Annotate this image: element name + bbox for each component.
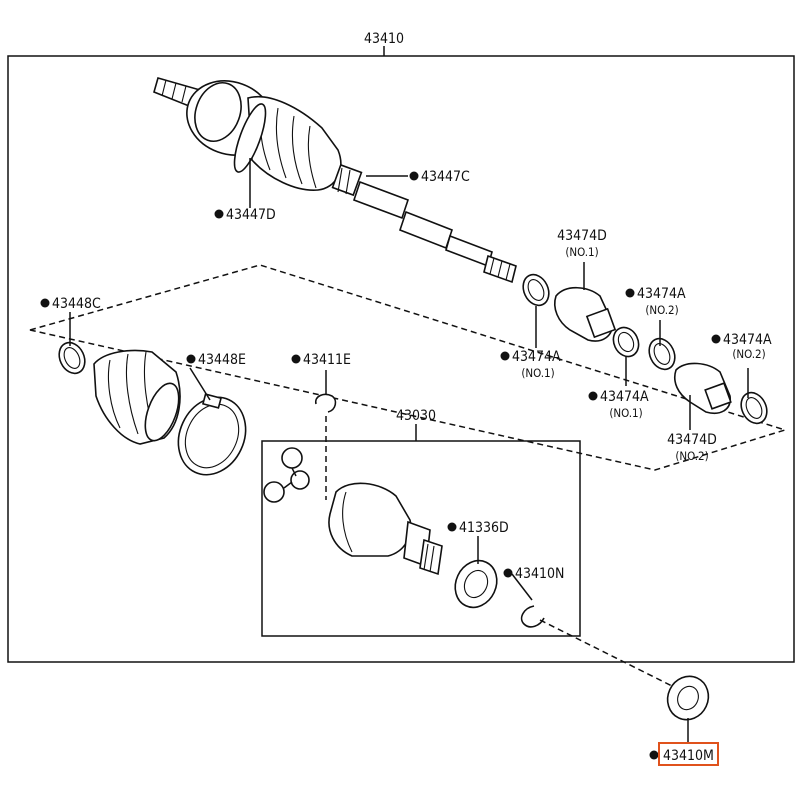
bullet-43447C (409, 171, 419, 181)
clamp-43474A-no1-upper (522, 273, 550, 307)
bullet-43448C (40, 298, 50, 308)
inner-joint-box (261, 440, 581, 637)
clamp-43474A-no2-lower (740, 391, 768, 425)
clamp-43474A-no2-upper (648, 337, 676, 371)
bullet-43410N (503, 568, 513, 578)
assembly-frame (7, 55, 795, 663)
label-43474A-1-sub: (NO.2) (645, 303, 678, 317)
label-43474D-bot-sub: (NO.2) (675, 449, 708, 463)
dust-seal-41336D (454, 559, 498, 609)
leader-43410N (511, 573, 533, 601)
label-43448E: 43448E (198, 352, 246, 368)
clamp-43448E (177, 393, 247, 476)
bullet-43474A-1 (625, 288, 635, 298)
bullet-43448E (186, 354, 196, 364)
boot-43474D-no1 (554, 286, 617, 342)
label-43410: 43410 (364, 31, 404, 47)
clamp-43474A-no1-lower (612, 326, 640, 358)
label-41336D: 41336D (459, 520, 509, 536)
bullet-43474A-2 (711, 334, 721, 344)
highlight-43410M (658, 742, 719, 766)
label-43474D-top-sub: (NO.1) (565, 245, 598, 259)
boot-43474D-no2 (674, 362, 732, 414)
label-43447D: 43447D (226, 207, 276, 223)
label-43030: 43030 (396, 408, 436, 424)
label-43410M[interactable]: 43410M (663, 748, 714, 764)
leader-43448E (189, 367, 211, 401)
bullet-43410M (649, 750, 659, 760)
bearing-43410M (666, 675, 710, 721)
boot-inboard (93, 349, 181, 445)
label-43448C: 43448C (52, 296, 101, 312)
label-43474A-3: 43474A (512, 349, 561, 365)
label-43411E: 43411E (303, 352, 351, 368)
drive-shaft (153, 77, 517, 284)
label-43410N: 43410N (515, 566, 564, 582)
inner-joint-housing (328, 482, 443, 576)
bullet-43474A-4 (588, 391, 598, 401)
clamp-43448C (58, 341, 86, 375)
tripod-joint (263, 447, 310, 503)
label-43474A-2-sub: (NO.2) (732, 347, 765, 361)
bullet-43474A-3 (500, 351, 510, 361)
label-43474A-3-sub: (NO.1) (521, 366, 554, 380)
label-43474A-1: 43474A (637, 286, 686, 302)
label-43474A-2: 43474A (723, 332, 772, 348)
label-43447C: 43447C (421, 169, 470, 185)
bullet-41336D (447, 522, 457, 532)
snap-ring-43410N (520, 605, 545, 628)
bullet-43447D (214, 209, 224, 219)
snap-ring-43411E (314, 393, 337, 413)
bearing-dash (539, 619, 681, 691)
label-43474D-top: 43474D (557, 228, 607, 244)
label-43474A-4: 43474A (600, 389, 649, 405)
label-43474D-bot: 43474D (667, 432, 717, 448)
bullet-43411E (291, 354, 301, 364)
label-43474A-4-sub: (NO.1) (609, 406, 642, 420)
